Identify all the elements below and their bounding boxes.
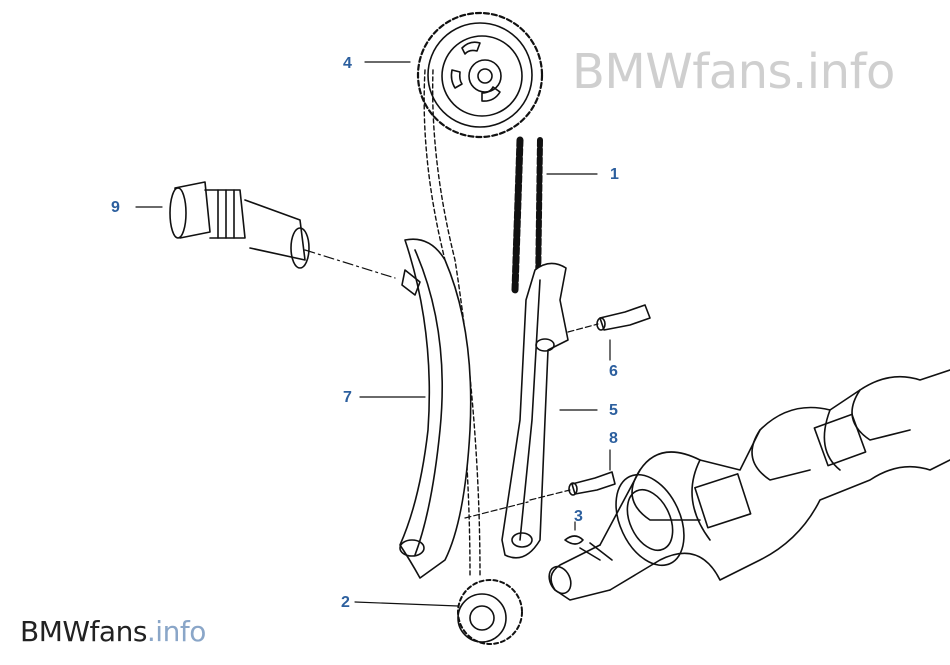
- watermark-large-brand: BMWfans: [572, 44, 793, 100]
- chain-tensioner: [169, 181, 396, 279]
- callout-5[interactable]: 5: [609, 402, 618, 419]
- crankshaft: [548, 369, 950, 601]
- watermark-large-suffix: .info: [792, 44, 895, 100]
- watermark-large: BMWfans.info: [572, 42, 895, 102]
- woodruff-key: [564, 535, 584, 545]
- pivot-pin-lower: [464, 471, 616, 519]
- crankshaft-sprocket: [457, 579, 523, 645]
- callout-8[interactable]: 8: [609, 430, 618, 447]
- callout-3[interactable]: 3: [574, 508, 583, 525]
- callout-1[interactable]: 1: [610, 166, 619, 183]
- guide-rail: [399, 238, 472, 579]
- watermark-small-brand: BMWfans: [20, 615, 147, 648]
- pivot-pin-upper: [567, 304, 651, 333]
- tensioner-rail: [501, 262, 569, 559]
- leader-lines: [135, 61, 611, 607]
- callout-6[interactable]: 6: [609, 363, 618, 380]
- callout-2[interactable]: 2: [341, 594, 350, 611]
- callout-9[interactable]: 9: [111, 199, 120, 216]
- callout-4[interactable]: 4: [343, 55, 352, 72]
- watermark-small: BMWfans.info: [20, 614, 206, 650]
- callout-7[interactable]: 7: [343, 389, 352, 406]
- watermark-small-suffix: .info: [146, 615, 206, 648]
- camshaft-sprocket: [416, 11, 544, 139]
